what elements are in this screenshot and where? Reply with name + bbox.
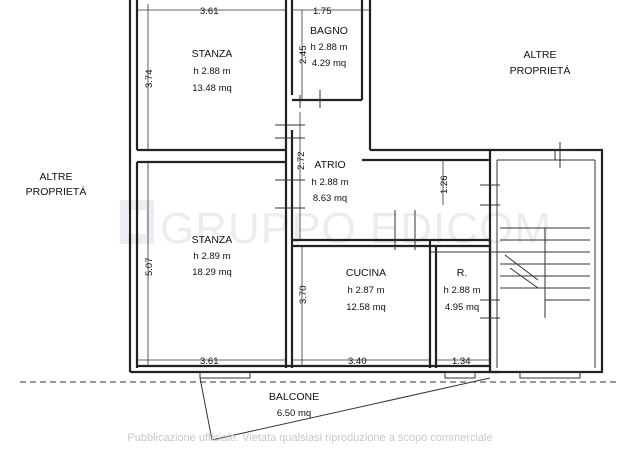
room-stanza-top: STANZA h 2.88 m 13.48 mq (192, 48, 233, 94)
door-marks (199, 90, 561, 379)
room-atrio: ATRIO h 2.88 m 8.63 mq (312, 159, 349, 204)
dim-stanza-top-height: 3.74 (144, 70, 155, 89)
footer-disclaimer: Pubblicazione ufficiale. Vietata qualsia… (127, 432, 492, 444)
neighbor-right: ALTRE PROPRIETÁ (510, 49, 571, 77)
room-balcone: BALCONE 6.50 mq (269, 391, 319, 419)
room-name: BALCONE (269, 391, 319, 403)
balcony-outline (20, 377, 620, 441)
dim-bagno-height: 2.45 (298, 46, 309, 65)
room-height: h 2.88 m (194, 66, 231, 77)
dimension-lines (137, 4, 490, 366)
neighbor-left: ALTRE PROPRIETÁ (26, 171, 87, 198)
room-height: h 2.89 m (194, 251, 231, 262)
dim-top-right: 1.75 (313, 6, 332, 17)
room-height: h 2.88 m (311, 42, 348, 53)
room-area: 12.58 mq (346, 302, 386, 313)
dim-bottom-mid: 3.40 (348, 356, 367, 367)
neighbor-label: ALTRE (39, 171, 72, 183)
room-area: 18.29 mq (192, 267, 232, 278)
room-bagno: BAGNO h 2.88 m 4.29 mq (310, 25, 348, 69)
room-height: h 2.87 m (348, 285, 385, 296)
watermark-text: GRUPPO EDICOM (160, 204, 552, 253)
room-area: 4.95 mq (445, 302, 479, 313)
neighbor-label: PROPRIETÁ (510, 64, 571, 77)
room-name: STANZA (192, 48, 233, 60)
dim-atrio-height: 2.72 (296, 152, 307, 171)
room-name: ATRIO (314, 159, 345, 171)
dim-top-left: 3.61 (200, 6, 219, 17)
room-area: 4.29 mq (312, 58, 346, 69)
dim-corridor-height: 1.26 (439, 176, 450, 195)
dimension-labels: 3.61 1.75 3.74 2.45 2.72 1.26 5.07 3.70 … (144, 6, 471, 367)
room-name: R. (457, 267, 468, 279)
room-name: BAGNO (310, 25, 348, 37)
room-name: CUCINA (346, 267, 386, 279)
dim-bottom-right: 1.34 (452, 356, 471, 367)
room-height: h 2.88 m (312, 177, 349, 188)
room-height: h 2.88 m (444, 285, 481, 296)
dim-bottom-left: 3.61 (200, 356, 219, 367)
room-area: 8.63 mq (313, 193, 347, 204)
room-stanza-bottom: STANZA h 2.89 m 18.29 mq (192, 234, 233, 278)
room-name: STANZA (192, 234, 233, 246)
room-area: 6.50 mq (277, 408, 311, 419)
room-ripostiglio: R. h 2.88 m 4.95 mq (444, 267, 481, 313)
watermark: GRUPPO EDICOM (120, 200, 552, 253)
room-area: 13.48 mq (192, 83, 232, 94)
dim-stanza-bottom-height: 5.07 (144, 258, 155, 277)
staircase (500, 149, 590, 379)
neighbor-label: ALTRE (523, 49, 556, 61)
neighbor-label: PROPRIETÁ (26, 185, 87, 198)
dim-cucina-height: 3.70 (298, 286, 309, 305)
room-cucina: CUCINA h 2.87 m 12.58 mq (346, 267, 386, 313)
